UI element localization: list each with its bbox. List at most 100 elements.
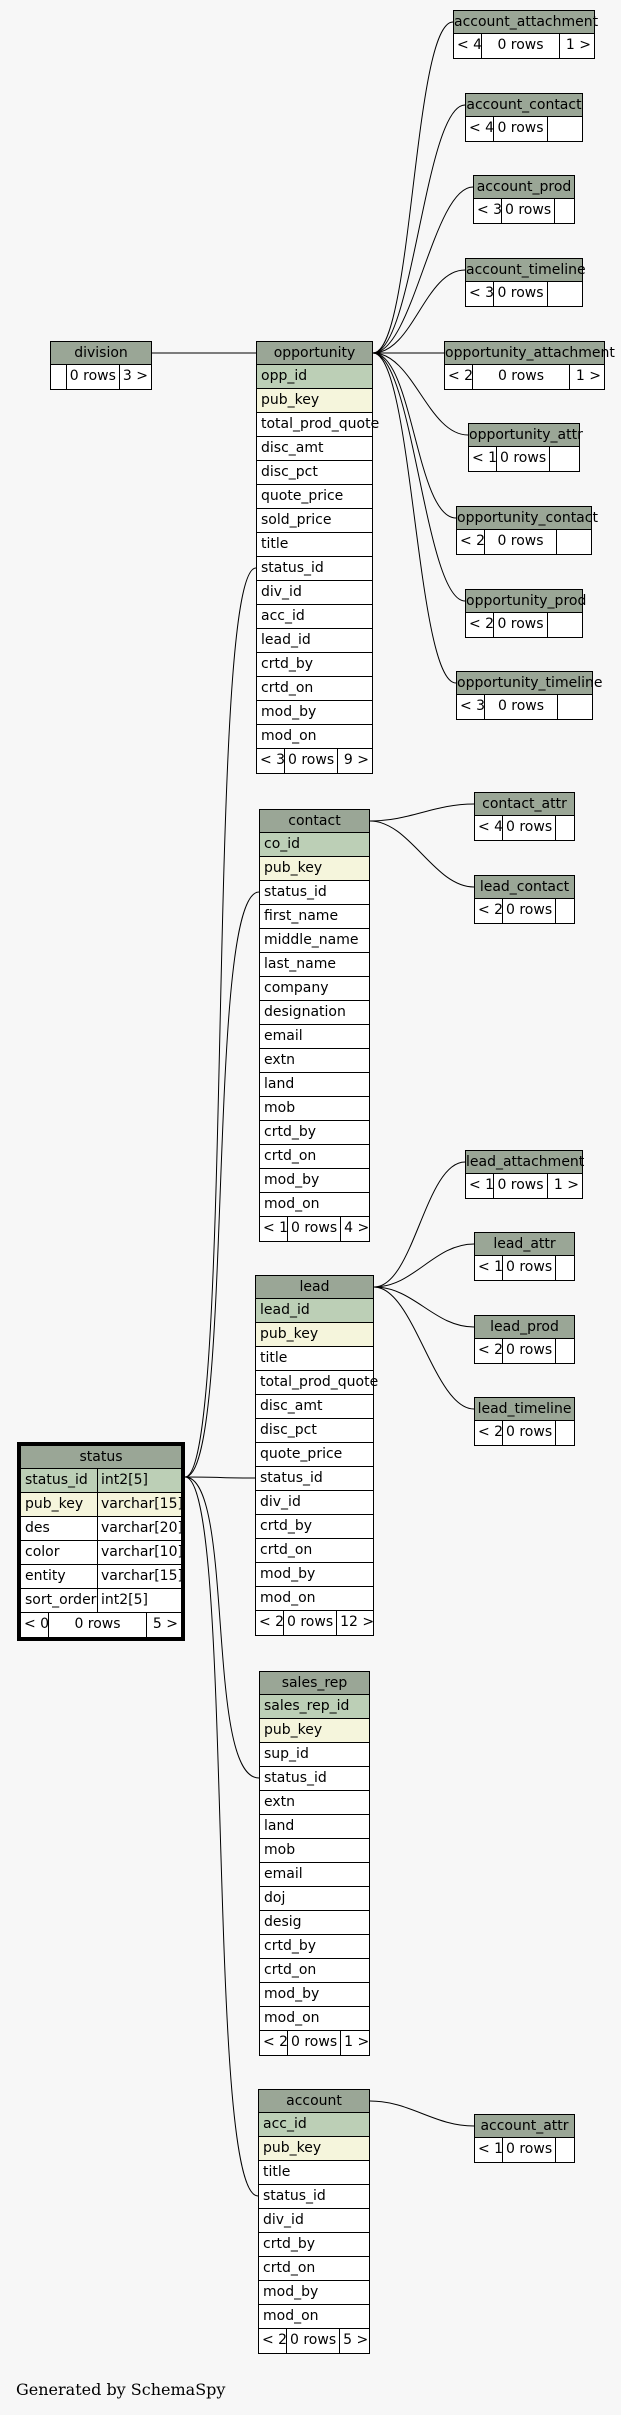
column-row[interactable]: crtd_by bbox=[259, 2233, 369, 2257]
column-row[interactable]: div_id bbox=[256, 1491, 373, 1515]
column-row[interactable]: status_id bbox=[257, 557, 372, 581]
column-row[interactable]: quote_price bbox=[257, 485, 372, 509]
column-row[interactable]: title bbox=[256, 1347, 373, 1371]
column-row[interactable]: mob bbox=[260, 1097, 369, 1121]
column-row[interactable]: mod_by bbox=[257, 701, 372, 725]
parent-count[interactable]: < 3 bbox=[474, 199, 502, 223]
column-row[interactable]: status_id bbox=[260, 1767, 369, 1791]
parent-count[interactable]: < 2 bbox=[475, 1339, 503, 1363]
column-row[interactable]: email bbox=[260, 1025, 369, 1049]
column-row[interactable]: lead_id bbox=[257, 629, 372, 653]
column-row[interactable]: mod_on bbox=[256, 1587, 373, 1611]
child-count[interactable]: 1 > bbox=[565, 37, 591, 53]
column-row[interactable]: middle_name bbox=[260, 929, 369, 953]
column-row[interactable]: sold_price bbox=[257, 509, 372, 533]
parent-count[interactable] bbox=[51, 365, 67, 389]
parent-count[interactable]: < 2 bbox=[445, 365, 473, 389]
column-row[interactable]: mod_by bbox=[260, 1983, 369, 2007]
column-row[interactable]: lead_id bbox=[256, 1299, 373, 1323]
parent-count[interactable]: < 0 bbox=[21, 1613, 49, 1637]
parent-count[interactable]: < 4 bbox=[454, 34, 482, 58]
column-row[interactable]: doj bbox=[260, 1887, 369, 1911]
child-count[interactable]: 5 > bbox=[152, 1616, 178, 1632]
column-row[interactable]: acc_id bbox=[257, 605, 372, 629]
parent-count[interactable]: < 1 bbox=[466, 1174, 494, 1198]
parent-count[interactable]: < 2 bbox=[259, 2329, 287, 2353]
child-count[interactable] bbox=[548, 282, 582, 306]
column-row[interactable]: crtd_on bbox=[257, 677, 372, 701]
child-count[interactable] bbox=[556, 816, 574, 840]
column-row[interactable]: mod_on bbox=[259, 2305, 369, 2329]
column-row[interactable]: quote_price bbox=[256, 1443, 373, 1467]
child-count[interactable] bbox=[556, 1421, 574, 1445]
column-row[interactable]: sales_rep_id bbox=[260, 1695, 369, 1719]
child-count[interactable]: 1 > bbox=[553, 1177, 579, 1193]
parent-count[interactable]: < 2 bbox=[256, 1611, 284, 1635]
column-row[interactable]: mod_on bbox=[260, 1193, 369, 1217]
column-row[interactable]: designation bbox=[260, 1001, 369, 1025]
column-row[interactable]: pub_key bbox=[260, 857, 369, 881]
column-row[interactable]: land bbox=[260, 1815, 369, 1839]
parent-count[interactable]: < 2 bbox=[475, 899, 503, 923]
parent-count[interactable]: < 1 bbox=[260, 1217, 288, 1241]
child-count[interactable] bbox=[556, 1256, 574, 1280]
parent-count[interactable]: < 2 bbox=[260, 2031, 288, 2055]
parent-count[interactable]: < 4 bbox=[475, 816, 503, 840]
column-row[interactable]: crtd_on bbox=[260, 1959, 369, 1983]
column-row[interactable]: div_id bbox=[257, 581, 372, 605]
column-row[interactable]: crtd_on bbox=[260, 1145, 369, 1169]
column-row[interactable]: title bbox=[259, 2161, 369, 2185]
child-count[interactable]: 9 > bbox=[343, 752, 369, 768]
child-count[interactable]: 5 > bbox=[343, 2332, 369, 2348]
column-row[interactable]: pub_key bbox=[260, 1719, 369, 1743]
child-count[interactable] bbox=[550, 447, 579, 471]
column-row[interactable]: mod_by bbox=[256, 1563, 373, 1587]
column-row[interactable]: sup_id bbox=[260, 1743, 369, 1767]
column-row[interactable]: total_prod_quote bbox=[257, 413, 379, 437]
column-row[interactable]: disc_pct bbox=[256, 1419, 373, 1443]
child-count[interactable]: 4 > bbox=[344, 1220, 370, 1236]
column-row[interactable]: pub_key bbox=[259, 2137, 369, 2161]
column-row[interactable]: mod_by bbox=[259, 2281, 369, 2305]
column-row[interactable]: pub_key bbox=[257, 389, 372, 413]
column-row[interactable]: crtd_by bbox=[260, 1121, 369, 1145]
column-row[interactable]: total_prod_quote bbox=[256, 1371, 378, 1395]
column-row[interactable]: land bbox=[260, 1073, 369, 1097]
column-row[interactable]: last_name bbox=[260, 953, 369, 977]
column-row[interactable]: mod_on bbox=[260, 2007, 369, 2031]
column-row[interactable]: opp_id bbox=[257, 365, 372, 389]
column-row[interactable]: disc_pct bbox=[257, 461, 372, 485]
parent-count[interactable]: < 1 bbox=[475, 2138, 503, 2162]
child-count[interactable] bbox=[548, 613, 582, 637]
child-count[interactable] bbox=[557, 530, 591, 554]
column-row[interactable]: mob bbox=[260, 1839, 369, 1863]
column-row[interactable]: pub_key bbox=[256, 1323, 373, 1347]
column-row[interactable]: disc_amt bbox=[257, 437, 372, 461]
column-row[interactable]: status_id bbox=[256, 1467, 373, 1491]
column-row[interactable]: crtd_on bbox=[256, 1539, 373, 1563]
column-row[interactable]: co_id bbox=[260, 833, 369, 857]
child-count[interactable] bbox=[556, 1339, 574, 1363]
child-count[interactable]: 1 > bbox=[575, 368, 601, 384]
parent-count[interactable]: < 2 bbox=[466, 613, 494, 637]
column-row[interactable]: company bbox=[260, 977, 369, 1001]
